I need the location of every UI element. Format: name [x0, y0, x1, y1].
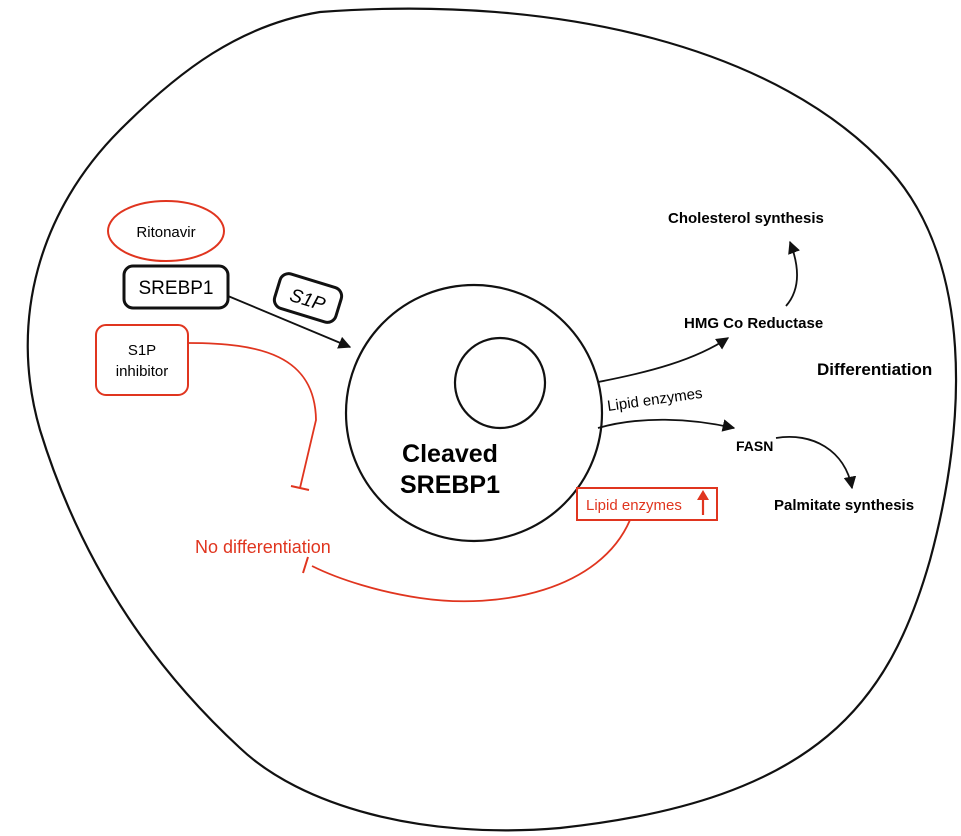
lipid-enzymes-up-label: Lipid enzymes: [586, 497, 682, 514]
cell-membrane: [26, 7, 958, 832]
srebp1-node: [122, 264, 230, 310]
palmitate-synthesis-label: Palmitate synthesis: [774, 497, 914, 514]
s1p-inhibitor-label-line1: S1P: [128, 342, 156, 359]
ritonavir-label: Ritonavir: [136, 224, 195, 241]
cholesterol-synthesis-label: Cholesterol synthesis: [668, 210, 824, 227]
no-differentiation-label: No differentiation: [195, 537, 331, 557]
hmg-co-reductase-label: HMG Co Reductase: [684, 315, 823, 332]
s1p-inhibitor-label-line2: inhibitor: [116, 363, 169, 380]
no-differentiation-inhibition-bar: [302, 556, 309, 574]
s1p-inhibitor-node: [95, 324, 189, 396]
cleaved-srebp1-circle: [344, 283, 604, 543]
srebp1-label: SREBP1: [139, 278, 214, 299]
cleaved-to-hmg-arrow: [597, 337, 730, 383]
cleaved-label-line2: SREBP1: [400, 471, 500, 499]
s1p-inhibition-curve: [187, 342, 317, 489]
cleaved-label-line1: Cleaved: [402, 440, 498, 468]
lipid-enzymes-label: Lipid enzymes: [606, 385, 703, 415]
lipid-enzymes-up-node: [576, 487, 718, 521]
srebp1-to-cleaved-arrow: [227, 295, 352, 349]
hmg-to-cholesterol-arrow: [785, 240, 800, 307]
nucleus-circle: [453, 336, 547, 430]
cleaved-to-fasn-arrow: [597, 418, 736, 432]
arrow-up-icon: [697, 490, 709, 515]
s1p-inhibition-bar: [290, 485, 310, 491]
ritonavir-node: [107, 200, 225, 262]
fasn-label: FASN: [736, 438, 773, 454]
differentiation-label: Differentiation: [817, 360, 932, 379]
lipid-enzymes-inhibition-curve: [311, 519, 631, 603]
fasn-to-palmitate-arrow: [775, 436, 857, 490]
s1p-node: [272, 272, 344, 324]
